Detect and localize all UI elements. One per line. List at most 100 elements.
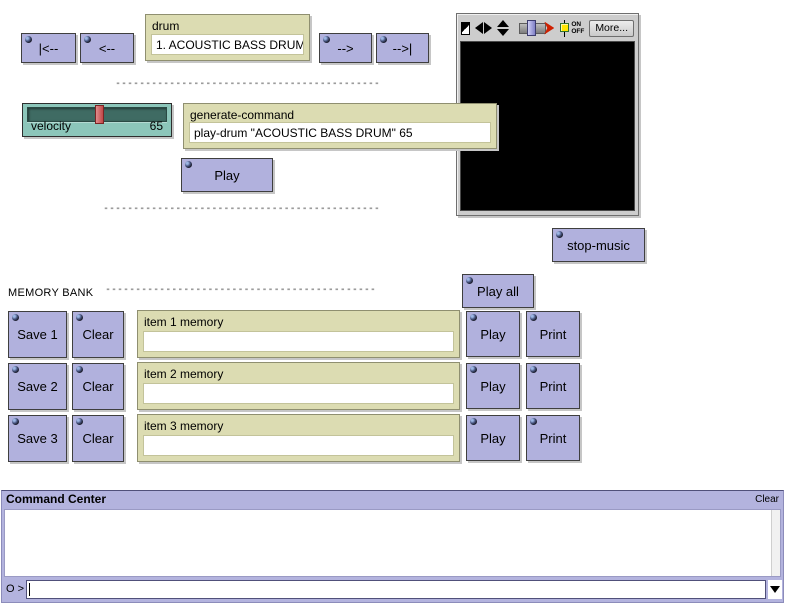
- prev-drum-label: <--: [98, 40, 116, 56]
- first-drum-label: |<--: [38, 40, 59, 56]
- velocity-slider-value: 65: [149, 119, 163, 133]
- clear-1-button[interactable]: Clear: [72, 311, 124, 358]
- text-caret: [29, 583, 30, 596]
- memory-bank-title: MEMORY BANK: [8, 287, 94, 299]
- button-indicator-icon: [25, 36, 32, 43]
- next-drum-label: -->: [337, 40, 354, 56]
- generate-command-monitor: generate-command play-drum "ACOUSTIC BAS…: [183, 103, 497, 149]
- save-2-label: Save 2: [17, 379, 58, 394]
- more-button[interactable]: More...: [589, 19, 634, 37]
- item-2-memory-monitor: item 2 memory: [137, 362, 460, 410]
- play-3-button[interactable]: Play: [466, 415, 520, 461]
- button-indicator-icon: [470, 418, 477, 425]
- drum-monitor-label: drum: [152, 19, 180, 33]
- command-center-title: Command Center: [6, 492, 107, 506]
- clear-3-button[interactable]: Clear: [72, 415, 124, 462]
- play-2-label: Play: [480, 378, 506, 394]
- command-prompt-bar: O >: [2, 577, 783, 602]
- clear-1-label: Clear: [82, 327, 114, 342]
- observer-prompt-label: O >: [6, 583, 25, 595]
- print-1-button[interactable]: Print: [526, 311, 580, 357]
- command-center-clear-button[interactable]: Clear: [755, 494, 779, 505]
- toggle-line: [559, 19, 570, 37]
- item-3-memory-field[interactable]: [143, 435, 454, 456]
- generate-command-field[interactable]: play-drum "ACOUSTIC BASS DRUM" 65: [189, 122, 491, 143]
- red-arrow-icon[interactable]: [544, 21, 555, 35]
- print-1-label: Print: [539, 326, 567, 342]
- stop-music-button[interactable]: stop-music: [552, 228, 645, 262]
- item-1-memory-label: item 1 memory: [144, 315, 224, 329]
- play-3-label: Play: [480, 430, 506, 446]
- on-label: ON: [571, 21, 582, 28]
- up-arrow-icon: [496, 20, 509, 27]
- play-2-button[interactable]: Play: [466, 363, 520, 409]
- item-1-memory-field[interactable]: [143, 331, 454, 352]
- play-1-button[interactable]: Play: [466, 311, 520, 357]
- save-3-label: Save 3: [17, 431, 58, 446]
- last-drum-button[interactable]: -->|: [376, 33, 429, 63]
- save-1-button[interactable]: Save 1: [8, 311, 67, 358]
- button-indicator-icon: [12, 366, 19, 373]
- button-indicator-icon: [470, 314, 477, 321]
- button-indicator-icon: [76, 418, 83, 425]
- item-3-memory-monitor: item 3 memory: [137, 414, 460, 462]
- separator-dashes: ----------------------------------------…: [105, 284, 376, 295]
- toolbar-mini-slider[interactable]: [518, 20, 546, 36]
- command-log-area[interactable]: [4, 509, 781, 577]
- velocity-slider-handle[interactable]: [95, 105, 104, 124]
- button-indicator-icon: [530, 366, 537, 373]
- velocity-slider-label: velocity: [31, 119, 72, 133]
- play-button[interactable]: Play: [181, 158, 273, 192]
- button-indicator-icon: [76, 366, 83, 373]
- on-off-labels: ON OFF: [571, 21, 584, 35]
- item-2-memory-field[interactable]: [143, 383, 454, 404]
- command-log-scrollbar[interactable]: [771, 510, 780, 576]
- left-arrow-icon: [474, 22, 483, 34]
- on-off-toggle[interactable]: ON OFF: [559, 19, 584, 37]
- drum-monitor: drum 1. ACOUSTIC BASS DRUM: [145, 14, 310, 61]
- prev-drum-button[interactable]: <--: [80, 33, 134, 63]
- button-indicator-icon: [185, 161, 192, 168]
- play-button-label: Play: [214, 167, 240, 183]
- print-2-button[interactable]: Print: [526, 363, 580, 409]
- right-arrow-icon: [483, 22, 492, 34]
- horizontal-arrows-icon[interactable]: [474, 22, 492, 34]
- button-indicator-icon: [470, 366, 477, 373]
- item-3-memory-label: item 3 memory: [144, 419, 224, 433]
- drum-value-field[interactable]: 1. ACOUSTIC BASS DRUM: [151, 34, 304, 55]
- next-drum-button[interactable]: -->: [319, 33, 372, 63]
- button-indicator-icon: [380, 36, 387, 43]
- stop-music-label: stop-music: [567, 237, 630, 253]
- command-center-header: Command Center Clear: [2, 491, 783, 508]
- command-input[interactable]: [26, 580, 766, 599]
- button-indicator-icon: [556, 231, 563, 238]
- play-all-button[interactable]: Play all: [462, 274, 534, 308]
- last-drum-label: -->|: [392, 40, 413, 56]
- clear-2-button[interactable]: Clear: [72, 363, 124, 410]
- dropdown-arrow-icon: [770, 586, 780, 593]
- save-2-button[interactable]: Save 2: [8, 363, 67, 410]
- paint-pattern-icon[interactable]: [461, 21, 470, 35]
- graphics-toolbar: ON OFF More...: [460, 16, 635, 40]
- print-3-button[interactable]: Print: [526, 415, 580, 461]
- button-indicator-icon: [466, 277, 473, 284]
- save-3-button[interactable]: Save 3: [8, 415, 67, 462]
- first-drum-button[interactable]: |<--: [21, 33, 76, 63]
- button-indicator-icon: [84, 36, 91, 43]
- velocity-slider[interactable]: velocity 65: [22, 103, 172, 137]
- play-1-label: Play: [480, 326, 506, 342]
- button-indicator-icon: [12, 418, 19, 425]
- history-dropdown-button[interactable]: [768, 580, 782, 599]
- mini-slider-handle[interactable]: [527, 20, 537, 36]
- print-2-label: Print: [539, 378, 567, 394]
- button-indicator-icon: [530, 418, 537, 425]
- save-1-label: Save 1: [17, 327, 58, 342]
- clear-3-label: Clear: [82, 431, 114, 446]
- toggle-knob[interactable]: [560, 22, 570, 32]
- separator-dashes: ----------------------------------------…: [115, 78, 380, 89]
- vertical-arrows-icon[interactable]: [496, 20, 509, 36]
- play-all-label: Play all: [477, 283, 519, 299]
- button-indicator-icon: [12, 314, 19, 321]
- command-center-panel: Command Center Clear O >: [1, 490, 784, 603]
- item-1-memory-monitor: item 1 memory: [137, 310, 460, 358]
